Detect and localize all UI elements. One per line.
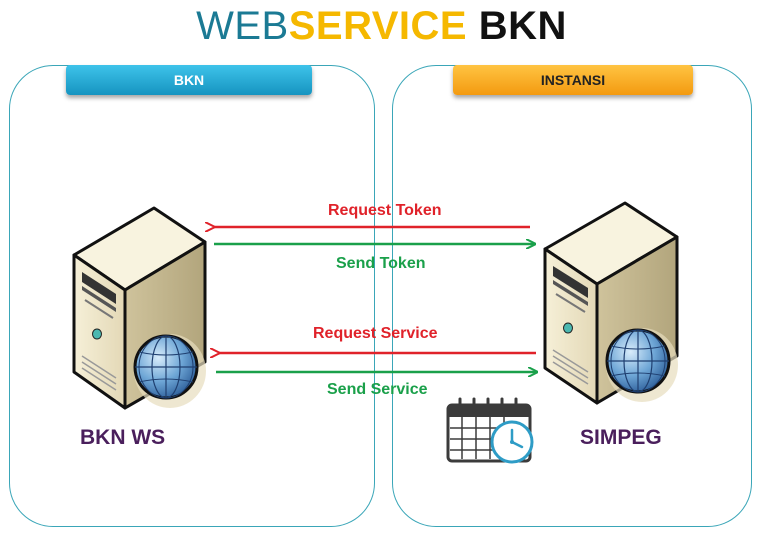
request-token-label: Request Token: [328, 202, 442, 219]
title-part-bkn: BKN: [478, 4, 567, 48]
left-globe-icon: [133, 334, 206, 408]
diagram-title: WEBSERVICE BKN: [0, 4, 763, 49]
simpeg-label: SIMPEG: [580, 426, 662, 449]
send-token-label: Send Token: [336, 255, 426, 272]
bkn-panel-tag: BKN: [66, 65, 312, 95]
right-globe-icon: [605, 328, 678, 402]
bkn-ws-label: BKN WS: [80, 426, 166, 449]
title-part-web: WEB: [196, 4, 289, 48]
request-service-label: Request Service: [313, 325, 438, 342]
simpeg-server-icon: [543, 201, 679, 405]
instansi-panel-tag: INSTANSI: [453, 65, 693, 95]
bkn-ws-server-icon: [72, 206, 207, 410]
title-part-service: SERVICE: [288, 4, 468, 48]
send-service-label: Send Service: [327, 381, 428, 398]
calendar-clock-icon: [446, 397, 534, 464]
